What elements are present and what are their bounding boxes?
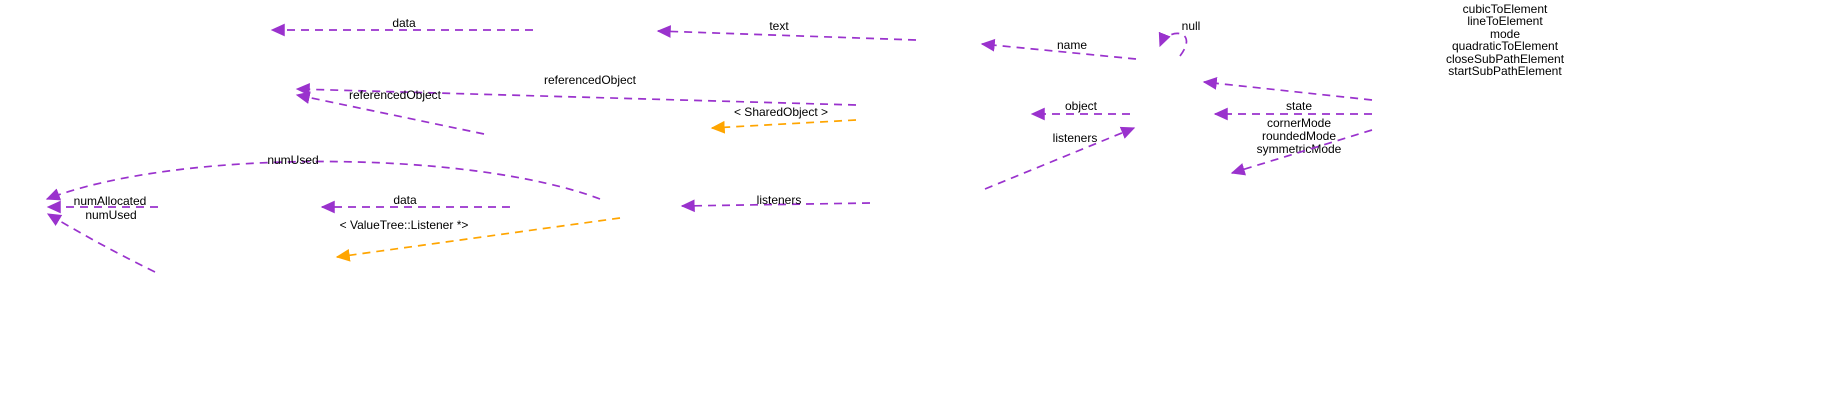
edge-label-startSubPathElement: startSubPathElement xyxy=(1448,64,1562,78)
edge-label-null: null xyxy=(1182,19,1201,33)
edge-label-listeners-listenerlist: listeners xyxy=(757,193,802,207)
edge-element-to-staticconstchar xyxy=(1230,129,1373,176)
edge-label-numAllocated: numAllocated xyxy=(74,194,147,208)
edge-label-listeners-valuetree: listeners xyxy=(1053,131,1098,145)
edge-valuetree-to-refptr-shared: object xyxy=(1030,99,1130,121)
edge-label-sharedobject: < SharedObject > xyxy=(734,105,828,119)
edge-listenerlist-to-valuetree: listeners xyxy=(984,126,1136,190)
edge-label-numUsed-bottom: numUsed xyxy=(85,208,136,222)
edge-identifier-self-null: null xyxy=(1158,19,1201,57)
edge-label-cornerMode: cornerMode xyxy=(1267,116,1331,130)
edge-label-valuetree-listener-ptr: < ValueTree::Listener *> xyxy=(340,218,469,232)
edge-arrayallocationbase-to-int-numallocated: numAllocated xyxy=(46,194,158,214)
edge-label-state-group: state cornerMode roundedMode symmetricMo… xyxy=(1257,99,1342,156)
edge-label-symmetricMode: symmetricMode xyxy=(1257,142,1342,156)
edge-label-mode: mode xyxy=(1490,27,1520,41)
edge-label-element-group: cubicToElement lineToElement mode quadra… xyxy=(1446,2,1565,78)
edge-refptr-class-to-referencedtype: referencedObject xyxy=(295,88,485,135)
edge-label-data-array: data xyxy=(393,193,417,207)
edge-label-roundedMode: roundedMode xyxy=(1262,129,1336,143)
edge-label-object: object xyxy=(1065,99,1098,113)
edge-label-numUsed-top: numUsed xyxy=(267,153,318,167)
edge-label-referencedObject-1: referencedObject xyxy=(544,73,637,87)
edge-label-text: text xyxy=(769,19,789,33)
edge-label-state: state xyxy=(1286,99,1312,113)
edge-element-to-identifier: cubicToElement lineToElement mode quadra… xyxy=(1202,2,1565,101)
edge-template-valuetree-listener-ptr: < ValueTree::Listener *> xyxy=(335,217,621,262)
edge-label-data-char: data xyxy=(392,16,416,30)
edge-label-referencedObject-2: referencedObject xyxy=(349,88,442,102)
edge-charpointer-to-char: data xyxy=(270,16,533,37)
edge-label-lineToElement: lineToElement xyxy=(1467,14,1543,28)
edge-element-to-valuetree: state cornerMode roundedMode symmetricMo… xyxy=(1213,99,1372,156)
edge-shared-object-template: < SharedObject > xyxy=(710,105,857,134)
edge-refptr-shared-to-referencedtype: referencedObject xyxy=(295,73,857,106)
edge-label-cubicToElement: cubicToElement xyxy=(1463,2,1548,16)
edge-string-to-charpointer: text xyxy=(656,19,917,41)
edge-label-closeSubPathElement: closeSubPathElement xyxy=(1446,52,1565,66)
edge-arrayelementtype-to-int-numused: numUsed xyxy=(46,208,156,273)
edge-label-quadraticToElement: quadraticToElement xyxy=(1452,39,1559,53)
edge-identifier-to-string: name xyxy=(980,38,1137,60)
edge-listenerlist-to-array-listeners: listeners xyxy=(680,193,871,213)
edge-array-to-arrayallocationbase-data: data xyxy=(320,193,510,214)
edge-label-name: name xyxy=(1057,38,1087,52)
edge-array-to-int-numused: numUsed xyxy=(45,153,601,201)
